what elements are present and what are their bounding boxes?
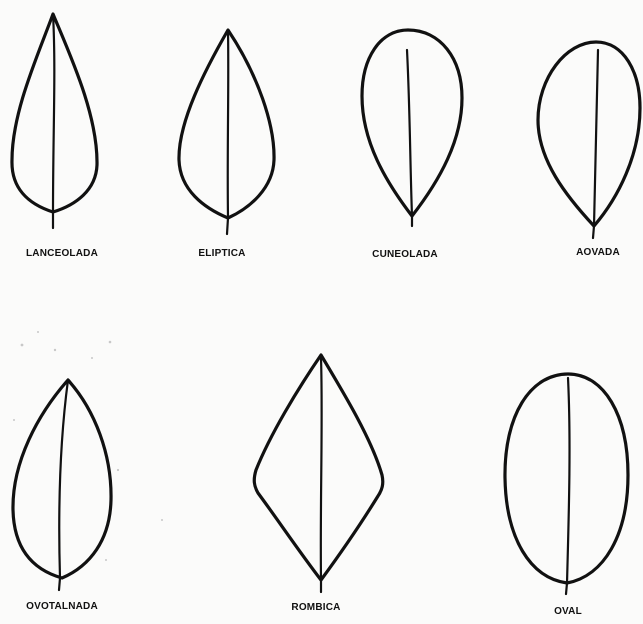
leaf-eliptica (179, 30, 274, 234)
leaf-ovotalnada (13, 380, 111, 590)
leaf-label-ovotalnada: OVOTALNADA (26, 601, 98, 612)
leaf-oval (505, 374, 628, 594)
leaf-label-oval: OVAL (554, 606, 582, 617)
leaf-cuneolada (362, 30, 462, 226)
leaf-label-eliptica: ELIPTICA (198, 248, 245, 259)
leaf-label-aovada: AOVADA (576, 247, 620, 258)
leaf-label-cuneolada: CUNEOLADA (372, 249, 438, 260)
leaf-label-rombica: ROMBICA (291, 602, 340, 613)
scan-noise (13, 331, 163, 561)
leaf-lanceolada (12, 14, 97, 228)
leaf-label-lanceolada: LANCEOLADA (26, 248, 98, 259)
leaf-aovada (538, 42, 640, 238)
leaf-rombica (254, 355, 383, 592)
